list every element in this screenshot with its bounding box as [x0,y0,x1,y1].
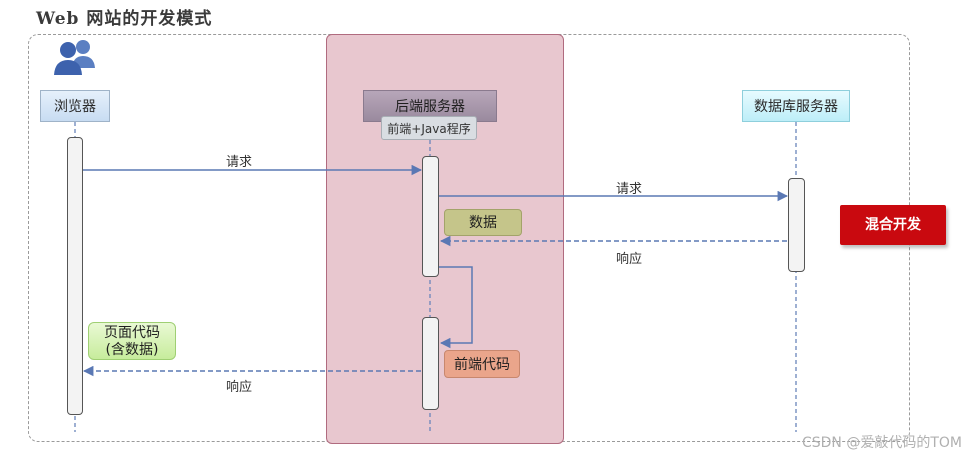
database-participant: 数据库服务器 [742,90,850,122]
browser-response-label: 响应 [226,380,253,395]
users-icon [54,40,95,75]
frontend-code-tag: 前端代码 [444,350,520,378]
page-code-line2: (含数据) [105,342,159,358]
diagram-title: Web 网站的开发模式 [36,9,213,29]
db-activation [788,178,805,272]
db-response-label: 响应 [616,252,643,267]
backend-activation-2 [422,317,439,410]
backend-self-call-arrow [439,266,473,349]
backend-subtitle: 前端+Java程序 [381,116,477,140]
browser-request-label: 请求 [226,155,253,170]
browser-participant: 浏览器 [40,90,110,122]
backend-activation-1 [422,156,439,277]
hybrid-development-badge: 混合开发 [840,205,946,245]
page-code-line1: 页面代码 [104,325,160,341]
page-code-tag: 页面代码 (含数据) [88,322,176,360]
browser-activation [67,137,83,415]
watermark: CSDN @爱敲代码的TOM [801,435,962,451]
data-tag: 数据 [444,209,522,236]
db-request-label: 请求 [616,182,643,197]
